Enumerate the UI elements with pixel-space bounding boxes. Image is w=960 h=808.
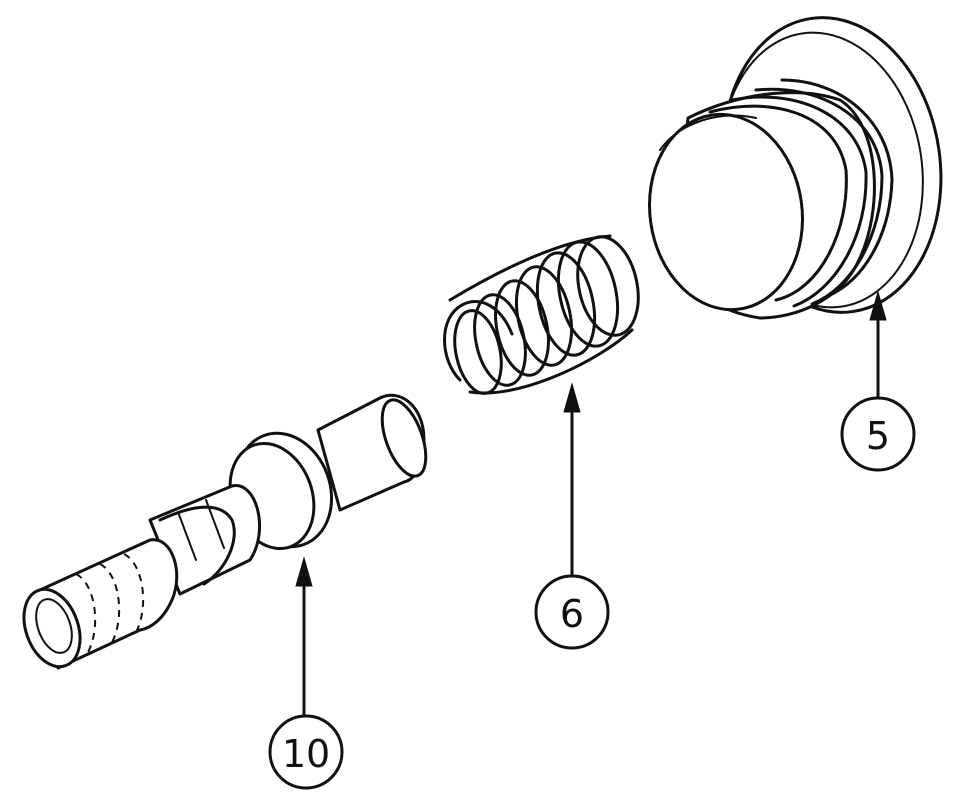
pin-thread-1 bbox=[75, 573, 97, 657]
plug-thread-4 bbox=[780, 78, 894, 298]
coil-spring-part bbox=[443, 234, 640, 395]
callout-plug-label: 5 bbox=[866, 414, 890, 458]
pin-thread-2 bbox=[99, 563, 121, 647]
plug-thread-2 bbox=[730, 95, 868, 308]
callout-pin-label: 10 bbox=[282, 732, 330, 776]
arrow-spring bbox=[563, 382, 581, 413]
leader-spring bbox=[563, 382, 581, 576]
callout-pin: 10 bbox=[268, 714, 344, 790]
leader-pin bbox=[295, 556, 313, 718]
plug-thread-1 bbox=[708, 104, 848, 302]
pin-tip-inner bbox=[35, 598, 73, 654]
threaded-plug-part bbox=[648, 16, 943, 320]
arrow-plug bbox=[869, 290, 887, 321]
callout-spring-label: 6 bbox=[560, 592, 584, 636]
arrow-pin bbox=[295, 556, 313, 587]
pin-groove-marks bbox=[177, 499, 225, 561]
callout-spring: 6 bbox=[534, 574, 610, 650]
spring-coil-5 bbox=[535, 251, 597, 357]
spring-bottom-outline bbox=[468, 328, 634, 395]
plug-front-chamfer bbox=[659, 114, 757, 151]
leader-plug bbox=[869, 290, 887, 402]
callout-plug: 5 bbox=[840, 396, 916, 472]
valve-pin-part bbox=[22, 393, 428, 670]
pin-rear-end-face bbox=[380, 398, 428, 478]
spring-top-outline bbox=[448, 234, 612, 302]
plug-thread-3 bbox=[754, 87, 884, 306]
plug-front-face bbox=[648, 112, 804, 312]
pin-thread-3 bbox=[123, 553, 145, 637]
spring-coil-3 bbox=[494, 279, 550, 377]
spring-end-loop bbox=[443, 300, 514, 382]
spring-coil-4 bbox=[515, 265, 573, 367]
spring-coil-7 bbox=[576, 235, 640, 337]
pin-groove bbox=[158, 505, 236, 586]
